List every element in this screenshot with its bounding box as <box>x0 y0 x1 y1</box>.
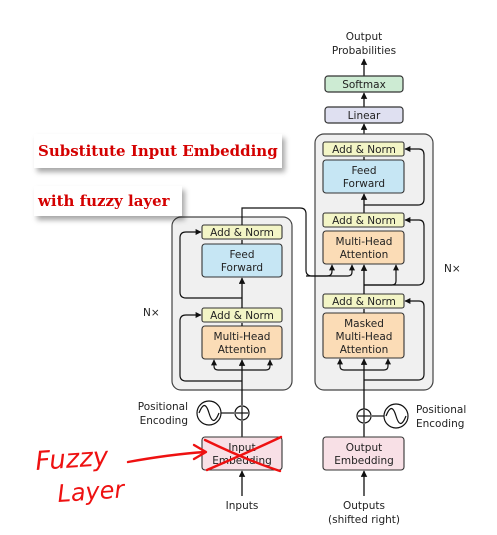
inputs-label: Inputs <box>226 500 259 512</box>
arrow-dec-residual-2 <box>364 217 425 286</box>
encoder-pos-enc-label-1: Positional <box>138 401 188 413</box>
decoder-add-norm-top <box>322 141 405 157</box>
encoder-repeat-label: N× <box>143 307 160 319</box>
decoder-pos-enc-label-1: Positional <box>416 404 466 416</box>
handwritten-arrow-head <box>192 443 208 461</box>
output-embedding-box <box>322 436 405 471</box>
output-probabilities-label-1: Output <box>346 31 382 43</box>
encoder-ff-label-1: Feed <box>229 249 254 261</box>
decoder-ff-label-1: Feed <box>351 165 376 177</box>
arrow-enc-mha-k <box>242 359 273 371</box>
output-embedding-label-1: Output <box>346 442 382 454</box>
linear-label: Linear <box>348 110 381 122</box>
red-cross-stroke-1 <box>203 438 282 473</box>
annotation-subtitle: with fuzzy layer <box>34 186 182 216</box>
decoder-add-norm-mid-label: Add & Norm <box>332 215 396 227</box>
arrow-enc-residual-2 <box>179 229 242 299</box>
handwritten-arrow-shaft <box>126 450 207 464</box>
handwritten-layer: Layer <box>56 475 127 508</box>
decoder-add-norm-mid <box>322 212 405 228</box>
decoder-add-norm-bottom-label: Add & Norm <box>332 296 396 308</box>
annotation-title: Substitute Input Embedding <box>34 134 282 168</box>
linear-box <box>324 106 404 124</box>
softmax-box <box>324 75 404 93</box>
encoder-mha-label-1: Multi-Head <box>214 331 271 343</box>
arrow-dec-mha-q <box>364 264 399 286</box>
encoder-mha-label-2: Attention <box>218 344 266 356</box>
decoder-sine-wave <box>385 407 407 425</box>
outputs-label-1: Outputs <box>343 500 385 512</box>
arrow-dec-residual-1 <box>364 298 425 381</box>
decoder-mha-label-1: Multi-Head <box>336 236 393 248</box>
decoder-masked-label-3: Attention <box>340 344 388 356</box>
red-cross-stroke-2 <box>205 435 283 472</box>
arrow-dec-masked-k <box>364 358 391 371</box>
output-embedding-label-2: Embedding <box>334 455 394 467</box>
encoder-block <box>171 216 293 391</box>
softmax-label: Softmax <box>342 79 386 91</box>
encoder-add-norm-top-label: Add & Norm <box>210 227 274 239</box>
encoder-sine-wave <box>198 404 220 422</box>
decoder-masked-label-1: Masked <box>344 318 384 330</box>
encoder-add-norm-bottom-label: Add & Norm <box>210 310 274 322</box>
output-probabilities-label-2: Probabilities <box>332 45 396 57</box>
encoder-pos-enc-label-2: Encoding <box>140 415 188 427</box>
outputs-label-2: (shifted right) <box>328 514 400 526</box>
decoder-add-norm-top-label: Add & Norm <box>332 144 396 156</box>
arrow-encoder-to-decoder-1 <box>241 207 335 277</box>
decoder-mha-label-2: Attention <box>340 249 388 261</box>
arrow-enc-mha-q <box>211 359 242 371</box>
arrow-dec-masked-q <box>337 358 364 371</box>
handwritten-fuzzy: Fuzzy <box>34 442 110 477</box>
encoder-ff-label-2: Forward <box>221 262 263 274</box>
decoder-pos-enc-label-2: Encoding <box>416 418 464 430</box>
decoder-masked-label-2: Multi-Head <box>336 331 393 343</box>
arrow-dec-residual-3 <box>364 146 425 206</box>
arrow-encoder-to-decoder-2 <box>306 264 355 277</box>
arrow-enc-residual-1 <box>179 312 242 382</box>
decoder-multi-head-attention <box>322 230 405 265</box>
decoder-repeat-label: N× <box>444 263 461 275</box>
decoder-ff-label-2: Forward <box>343 178 385 190</box>
